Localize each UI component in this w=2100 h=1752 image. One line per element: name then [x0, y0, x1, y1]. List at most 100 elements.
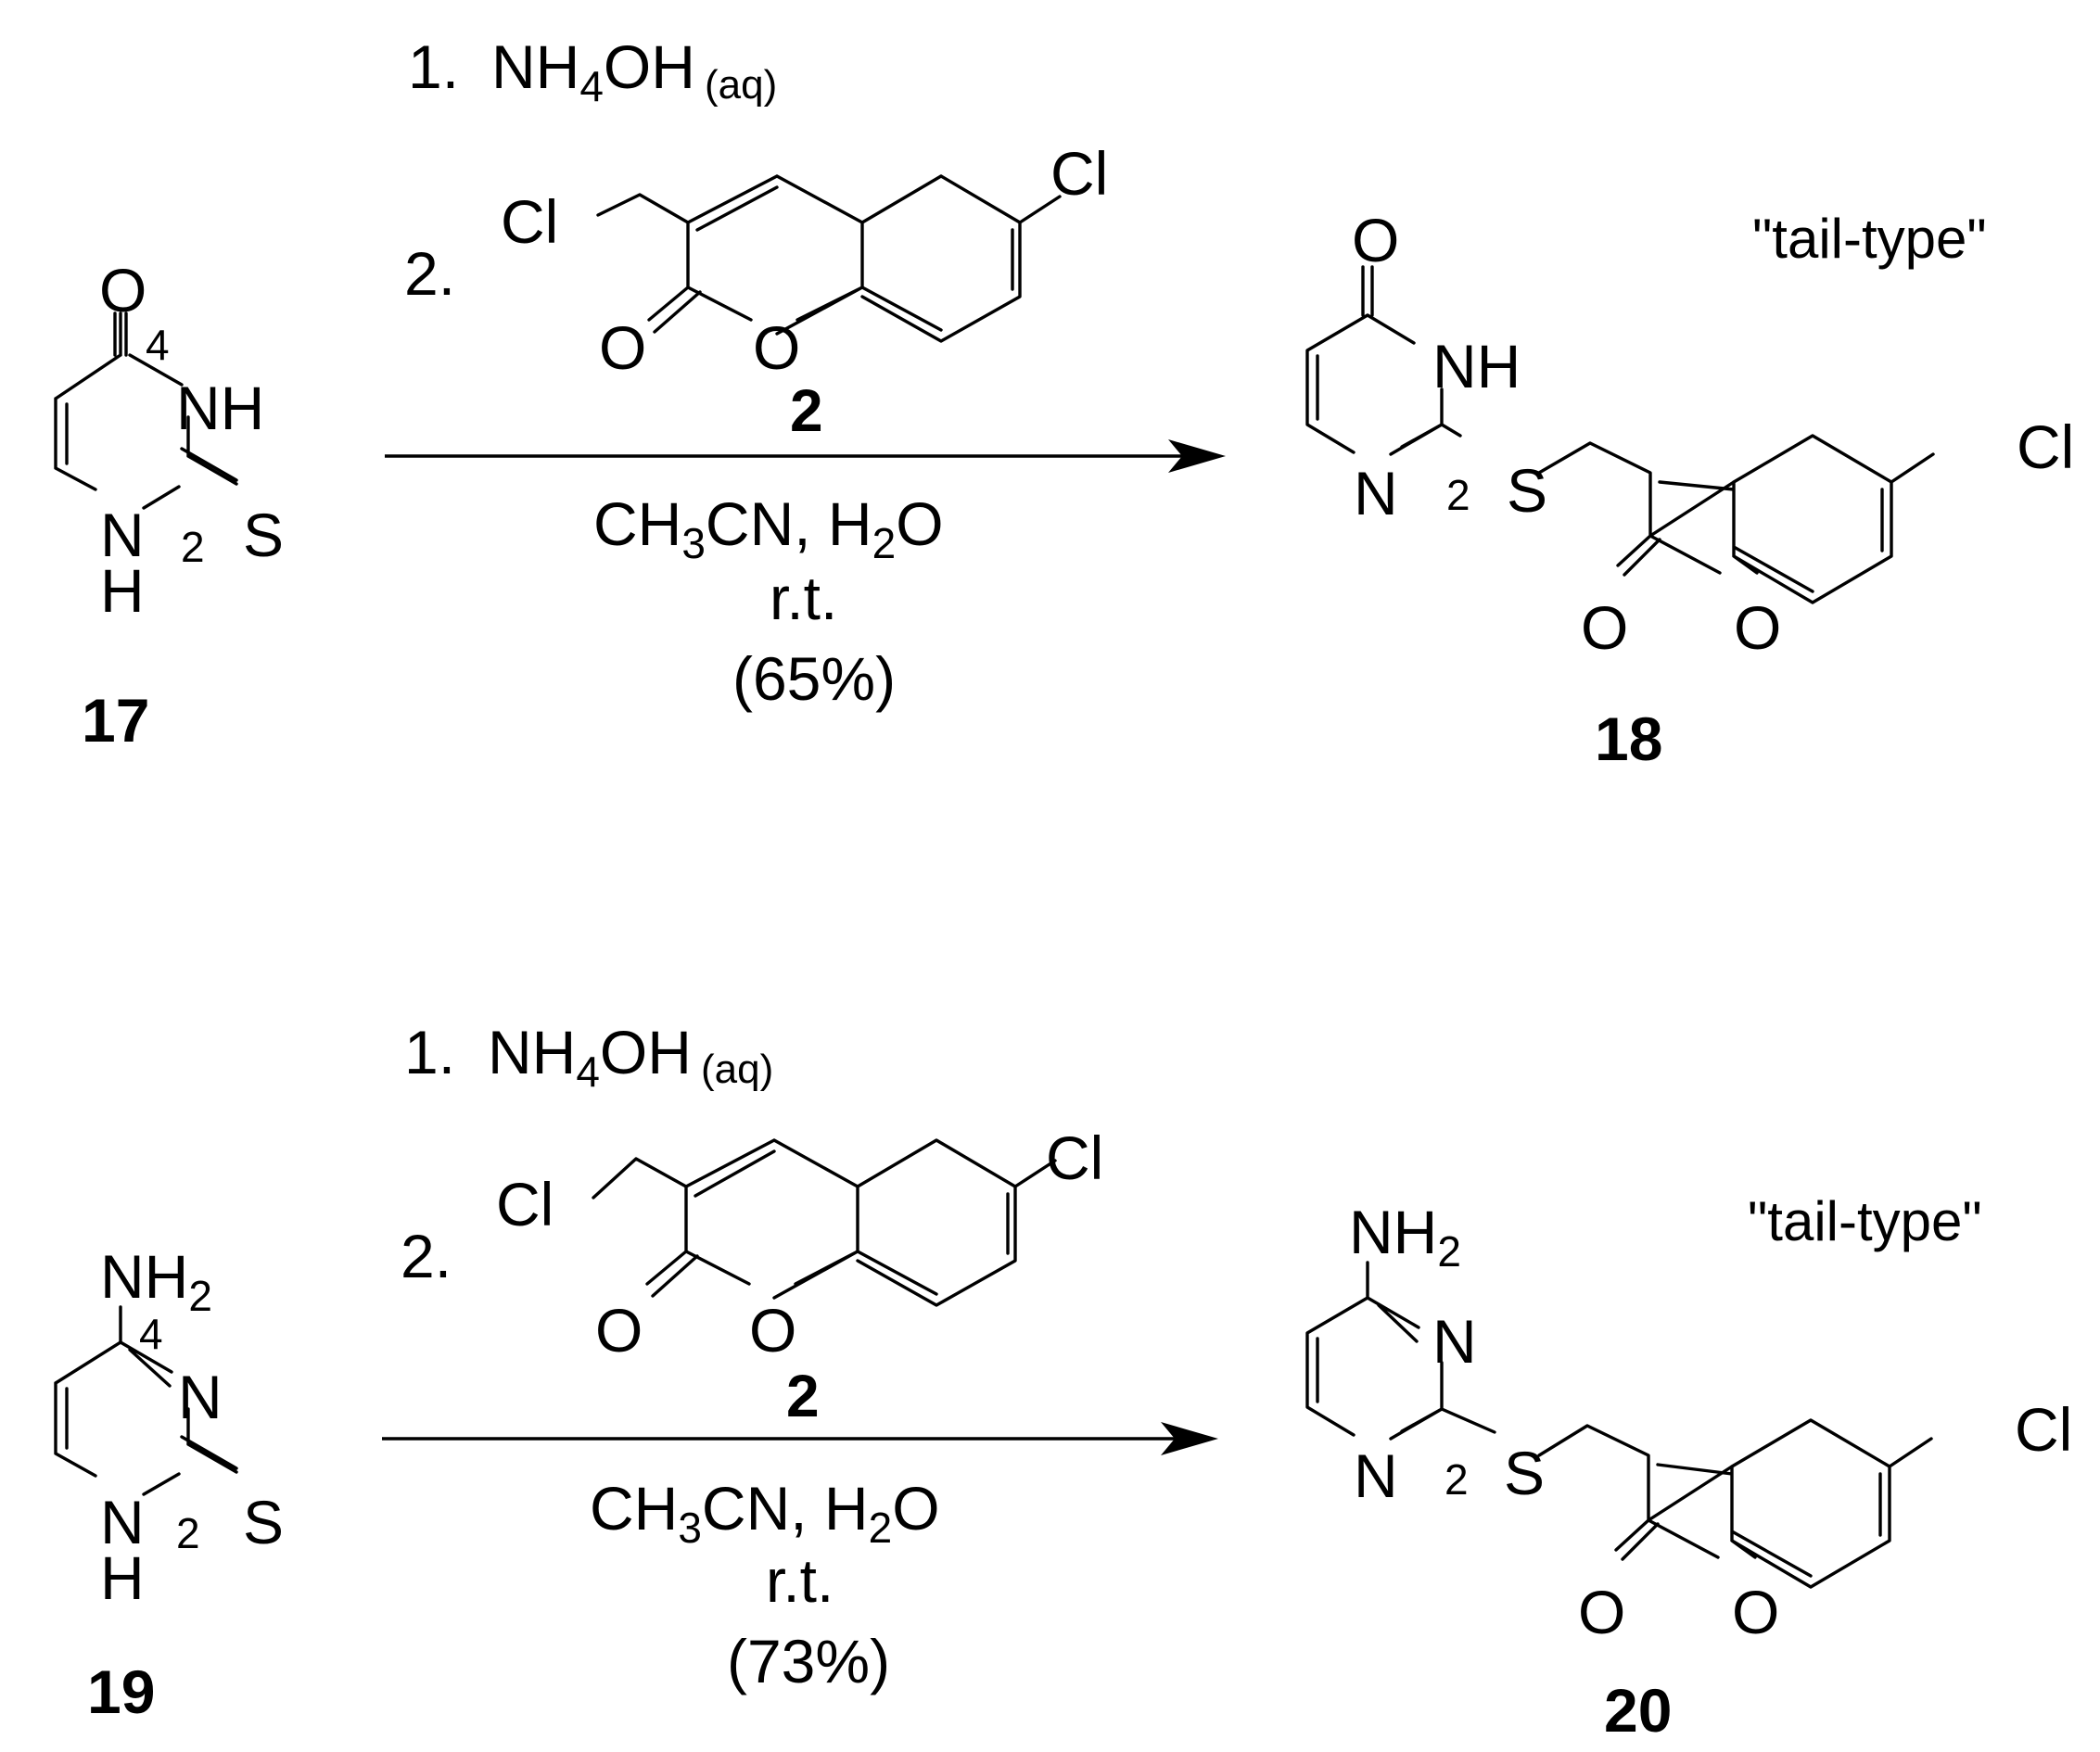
atom-o: O	[1732, 1578, 1779, 1646]
arrow-head	[1161, 1422, 1218, 1455]
compound-2-label: 2	[786, 1363, 820, 1429]
atom-o: O	[749, 1296, 796, 1365]
svg-text:CH3CN, H2O: CH3CN, H2O	[593, 489, 944, 567]
atom-o: O	[1352, 206, 1399, 274]
solvent-1-subscript: 3	[678, 1504, 702, 1552]
locant-2: 2	[181, 523, 205, 571]
svg-text:NH2: NH2	[1349, 1198, 1461, 1276]
atom-n: N	[100, 1488, 145, 1556]
bond	[592, 1138, 1057, 1307]
atom-n: N	[178, 1363, 223, 1431]
atom-cl: Cl	[2015, 1395, 2072, 1464]
yield: (65%)	[732, 644, 896, 713]
reagent-step-1: 1. NH4OH (aq)	[404, 1018, 773, 1096]
step-1-phase: (aq)	[701, 1047, 773, 1092]
svg-text:1.: 1.	[408, 32, 459, 101]
arrow-head	[1168, 439, 1226, 473]
svg-text:NH4OH: NH4OH	[488, 1018, 692, 1096]
atom-s: S	[243, 501, 284, 569]
bond	[54, 311, 238, 510]
atom-s: S	[243, 1488, 284, 1556]
step-2-number: 2.	[401, 1222, 452, 1290]
svg-text:CH3CN, H2O: CH3CN, H2O	[590, 1474, 940, 1552]
atom-n: N	[100, 501, 145, 569]
yield: (73%)	[727, 1627, 890, 1695]
compound-2-structure: Cl Cl O O	[496, 1124, 1103, 1365]
solvent-2-subscript: 2	[869, 1504, 893, 1552]
step-1-reagent-tail: OH	[604, 32, 695, 101]
compound-20-label: 20	[1604, 1676, 1672, 1745]
atom-s: S	[1504, 1439, 1545, 1507]
atom-o: O	[1734, 593, 1781, 662]
step-2-number: 2.	[404, 239, 455, 308]
atom-o: O	[99, 256, 146, 324]
atom-nh2: NH	[1349, 1198, 1437, 1266]
svg-text:NH2: NH2	[100, 1242, 212, 1320]
step-1-number: 1.	[408, 32, 459, 101]
solvent-1: CH	[590, 1474, 678, 1543]
locant-2: 2	[1446, 471, 1470, 519]
locant-2: 2	[176, 1509, 200, 1557]
step-1-reagent-subscript: 4	[576, 1047, 600, 1096]
locant-2: 2	[1445, 1455, 1469, 1504]
atom-n: N	[1354, 1441, 1398, 1510]
compound-19-structure: NH2 4 N S 2 N H	[54, 1242, 284, 1612]
tail-type-annotation: "tail-type"	[1748, 1190, 1982, 1252]
solvent-3: O	[892, 1474, 939, 1543]
reaction-1: O 4 NH S 2 N H 17 1. NH4OH (aq) 2. Cl Cl…	[54, 32, 2074, 773]
atom-cl: Cl	[1046, 1124, 1103, 1192]
atom-cl: Cl	[496, 1170, 554, 1238]
tail-type-annotation: "tail-type"	[1752, 208, 1987, 270]
atom-s: S	[1507, 456, 1547, 525]
atom-h: H	[100, 556, 145, 625]
atom-o: O	[753, 313, 800, 382]
step-1-reagent: NH	[491, 32, 579, 101]
compound-17-label: 17	[82, 686, 149, 755]
atom-o: O	[599, 313, 646, 382]
compound-2-label: 2	[790, 377, 823, 444]
solvent-1: CH	[593, 489, 681, 558]
temperature: r.t.	[766, 1546, 834, 1615]
atom-nh: NH	[1432, 332, 1521, 400]
step-1-reagent-subscript: 4	[579, 62, 604, 110]
solvent-2: CN, H	[702, 1474, 869, 1543]
atom-nh: NH	[176, 374, 264, 442]
atom-o: O	[1578, 1578, 1625, 1646]
atom-nh2: NH	[100, 1242, 188, 1311]
compound-17-structure: O 4 NH S 2 N H	[54, 256, 284, 625]
step-1-number: 1.	[404, 1018, 455, 1086]
compound-2-structure: Cl Cl O O	[501, 139, 1108, 382]
locant-4: 4	[139, 1310, 163, 1358]
atom-o: O	[1581, 593, 1628, 662]
atom-n: N	[1354, 459, 1398, 527]
compound-18-label: 18	[1595, 705, 1662, 773]
bond	[1305, 1261, 1933, 1589]
solvent-3: O	[896, 489, 943, 558]
compound-18-structure: O NH N 2 S Cl O O	[1305, 206, 2074, 662]
atom-n: N	[1432, 1307, 1477, 1376]
atom-nh2-subscript: 2	[1437, 1227, 1461, 1276]
reaction-2: NH2 4 N S 2 N H 19 1. NH4OH (aq) 2. Cl C…	[54, 1018, 2072, 1745]
solvent-2: CN, H	[706, 489, 872, 558]
bond	[596, 174, 1062, 343]
atom-o: O	[595, 1296, 643, 1365]
compound-20-structure: NH2 N N 2 S Cl O O	[1305, 1198, 2072, 1646]
locant-4: 4	[146, 321, 170, 369]
atom-cl: Cl	[2017, 413, 2074, 481]
step-1-reagent-tail: OH	[600, 1018, 692, 1086]
bond	[1305, 265, 1935, 604]
solvent-1-subscript: 3	[681, 519, 706, 567]
atom-nh2-subscript: 2	[188, 1272, 212, 1320]
svg-text:NH4OH: NH4OH	[491, 32, 695, 110]
reagent-step-1: 1. NH4OH (aq)	[408, 32, 777, 110]
svg-text:1.: 1.	[404, 1018, 455, 1086]
compound-19-label: 19	[87, 1657, 155, 1726]
atom-cl: Cl	[1050, 139, 1108, 208]
atom-h: H	[100, 1543, 145, 1612]
bond	[54, 1305, 238, 1496]
step-1-reagent: NH	[488, 1018, 576, 1086]
atom-cl: Cl	[501, 187, 558, 256]
step-1-phase: (aq)	[705, 62, 777, 108]
solvent-2-subscript: 2	[872, 519, 897, 567]
